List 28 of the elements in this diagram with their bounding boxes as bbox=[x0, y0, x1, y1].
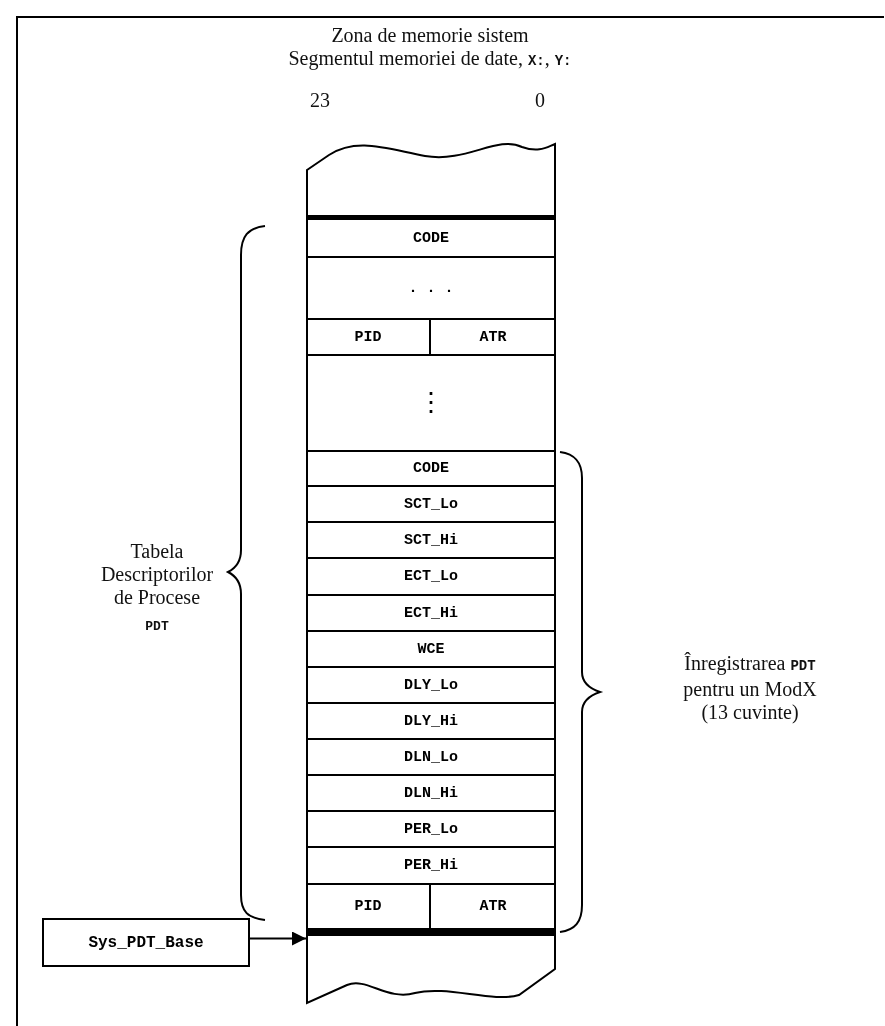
memory-word-cell: ATR bbox=[431, 885, 555, 930]
memory-word-cell: DLN_Lo bbox=[307, 740, 555, 776]
memory-word-cell: . . . bbox=[307, 258, 555, 320]
annotation-text: Înregistrarea PDT pentru un ModX (13 cuvinte) bbox=[682, 652, 818, 724]
annotation-text: Segmentul memoriei de date, X:, Y: bbox=[287, 47, 573, 72]
memory-word-cell: ⋮ bbox=[307, 356, 555, 452]
annotation-text: Tabela Descriptorilor de Procese bbox=[99, 540, 215, 609]
memory-word-cell: ECT_Hi bbox=[307, 596, 555, 632]
annotation-text: Zona de memorie sistem bbox=[330, 24, 530, 47]
memory-word-cell: CODE bbox=[307, 220, 555, 258]
memory-word-cell: DLY_Hi bbox=[307, 704, 555, 740]
bit-number: 0 bbox=[534, 89, 546, 112]
memory-word-cell: PER_Hi bbox=[307, 848, 555, 885]
pointer-box: Sys_PDT_Base bbox=[42, 918, 250, 967]
memory-word-cell: PER_Lo bbox=[307, 812, 555, 848]
memory-word-cell: ATR bbox=[431, 320, 555, 356]
memory-word-cell: DLY_Lo bbox=[307, 668, 555, 704]
memory-word-cell: DLN_Hi bbox=[307, 776, 555, 812]
memory-word-cell: SCT_Lo bbox=[307, 487, 555, 523]
arrow bbox=[249, 931, 307, 946]
memory-word-cell: CODE bbox=[307, 452, 555, 487]
memory-word-cell: WCE bbox=[307, 632, 555, 668]
bit-number: 23 bbox=[309, 89, 331, 112]
memory-word-cell: PID bbox=[307, 320, 431, 356]
annotation-text: PDT bbox=[144, 618, 170, 636]
memory-word-cell: ECT_Lo bbox=[307, 559, 555, 596]
memory-word-cell: PID bbox=[307, 885, 431, 930]
memory-word-cell: SCT_Hi bbox=[307, 523, 555, 559]
